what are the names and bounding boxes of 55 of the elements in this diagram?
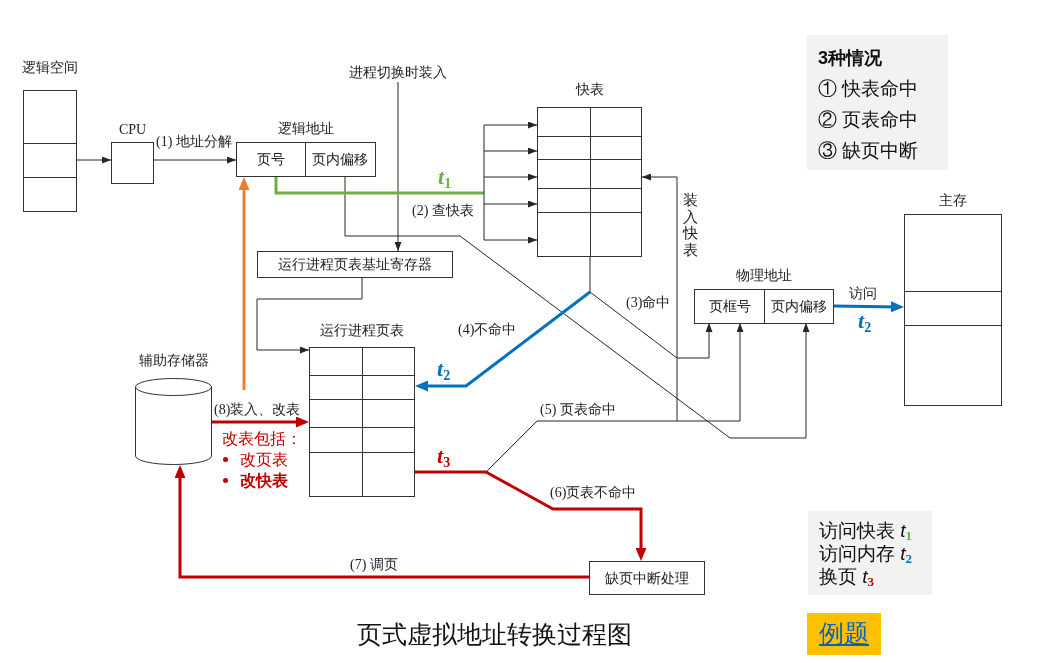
panel-text: 访问内存 t$_{2}$ [819, 542, 913, 565]
arrow [415, 290, 591, 392]
edge-label: (8)装入、改表 [214, 401, 301, 418]
arrow [76, 156, 112, 164]
annotation-text: 进程切换时装入 [349, 63, 447, 82]
node-heading: 主存 [939, 192, 967, 210]
time-symbol: t$_{2}$ [437, 358, 451, 380]
arrow [832, 301, 904, 313]
time-symbol: t$_{2}$ [858, 310, 872, 332]
node-heading: 物理地址 [736, 267, 792, 285]
example-link: 例题 [807, 613, 881, 655]
arrow [256, 277, 363, 354]
node-heading: 快表 [575, 81, 604, 99]
edge-label: (6)页表不命中 [550, 484, 637, 501]
process-box: 缺页中断处理 [589, 561, 705, 595]
note-text: 改快表 [240, 471, 288, 490]
edge-label: (1) 地址分解 [156, 133, 232, 150]
caption-text: 页式虚拟地址转换过程图 [357, 619, 632, 650]
arrow [153, 156, 237, 164]
note-text: 改表包括： [222, 429, 302, 448]
arrow [485, 470, 647, 561]
edge-label: (5) 页表命中 [540, 401, 616, 418]
arrow [676, 322, 744, 422]
arrow [394, 81, 402, 252]
panel-text: 换页 t$_{3}$ [819, 565, 875, 588]
note-text: 改页表 [240, 450, 288, 469]
field-label: 页内偏移 [770, 297, 827, 316]
edge-label: (4)不命中 [458, 321, 517, 338]
node-heading: 运行进程页表 [320, 322, 404, 340]
field-label: 页内偏移 [312, 150, 368, 169]
time-symbol: t$_{3}$ [437, 445, 451, 467]
list-item: ② 页表命中 [818, 108, 919, 132]
arrow [344, 175, 810, 439]
node-heading: 辅助存储器 [138, 352, 209, 370]
arrow [589, 291, 713, 359]
list-item: ① 快表命中 [818, 77, 919, 101]
arrow [274, 121, 538, 244]
field-label: 页框号 [708, 297, 751, 316]
list-item: ③ 缺页中断 [818, 139, 919, 163]
edge-label: (7) 调页 [350, 556, 398, 573]
arrow [238, 177, 250, 390]
connector-line [589, 256, 591, 293]
edge-label: (2) 查快表 [412, 202, 474, 219]
register-box: 运行进程页表基址寄存器 [257, 251, 453, 278]
arrow [174, 465, 589, 579]
node-heading: 逻辑空间 [22, 59, 78, 77]
node-heading: 逻辑地址 [278, 120, 334, 138]
edge-label: 访问 [849, 285, 877, 302]
panel-heading: 3种情况 [818, 47, 882, 70]
field-label: 页号 [257, 150, 285, 169]
edge-label: (3)命中 [626, 294, 671, 311]
node-heading: CPU [118, 121, 147, 139]
time-symbol: t$_{1}$ [438, 166, 452, 188]
arrow [212, 416, 309, 428]
panel-text: 访问快表 t$_{1}$ [819, 519, 913, 542]
